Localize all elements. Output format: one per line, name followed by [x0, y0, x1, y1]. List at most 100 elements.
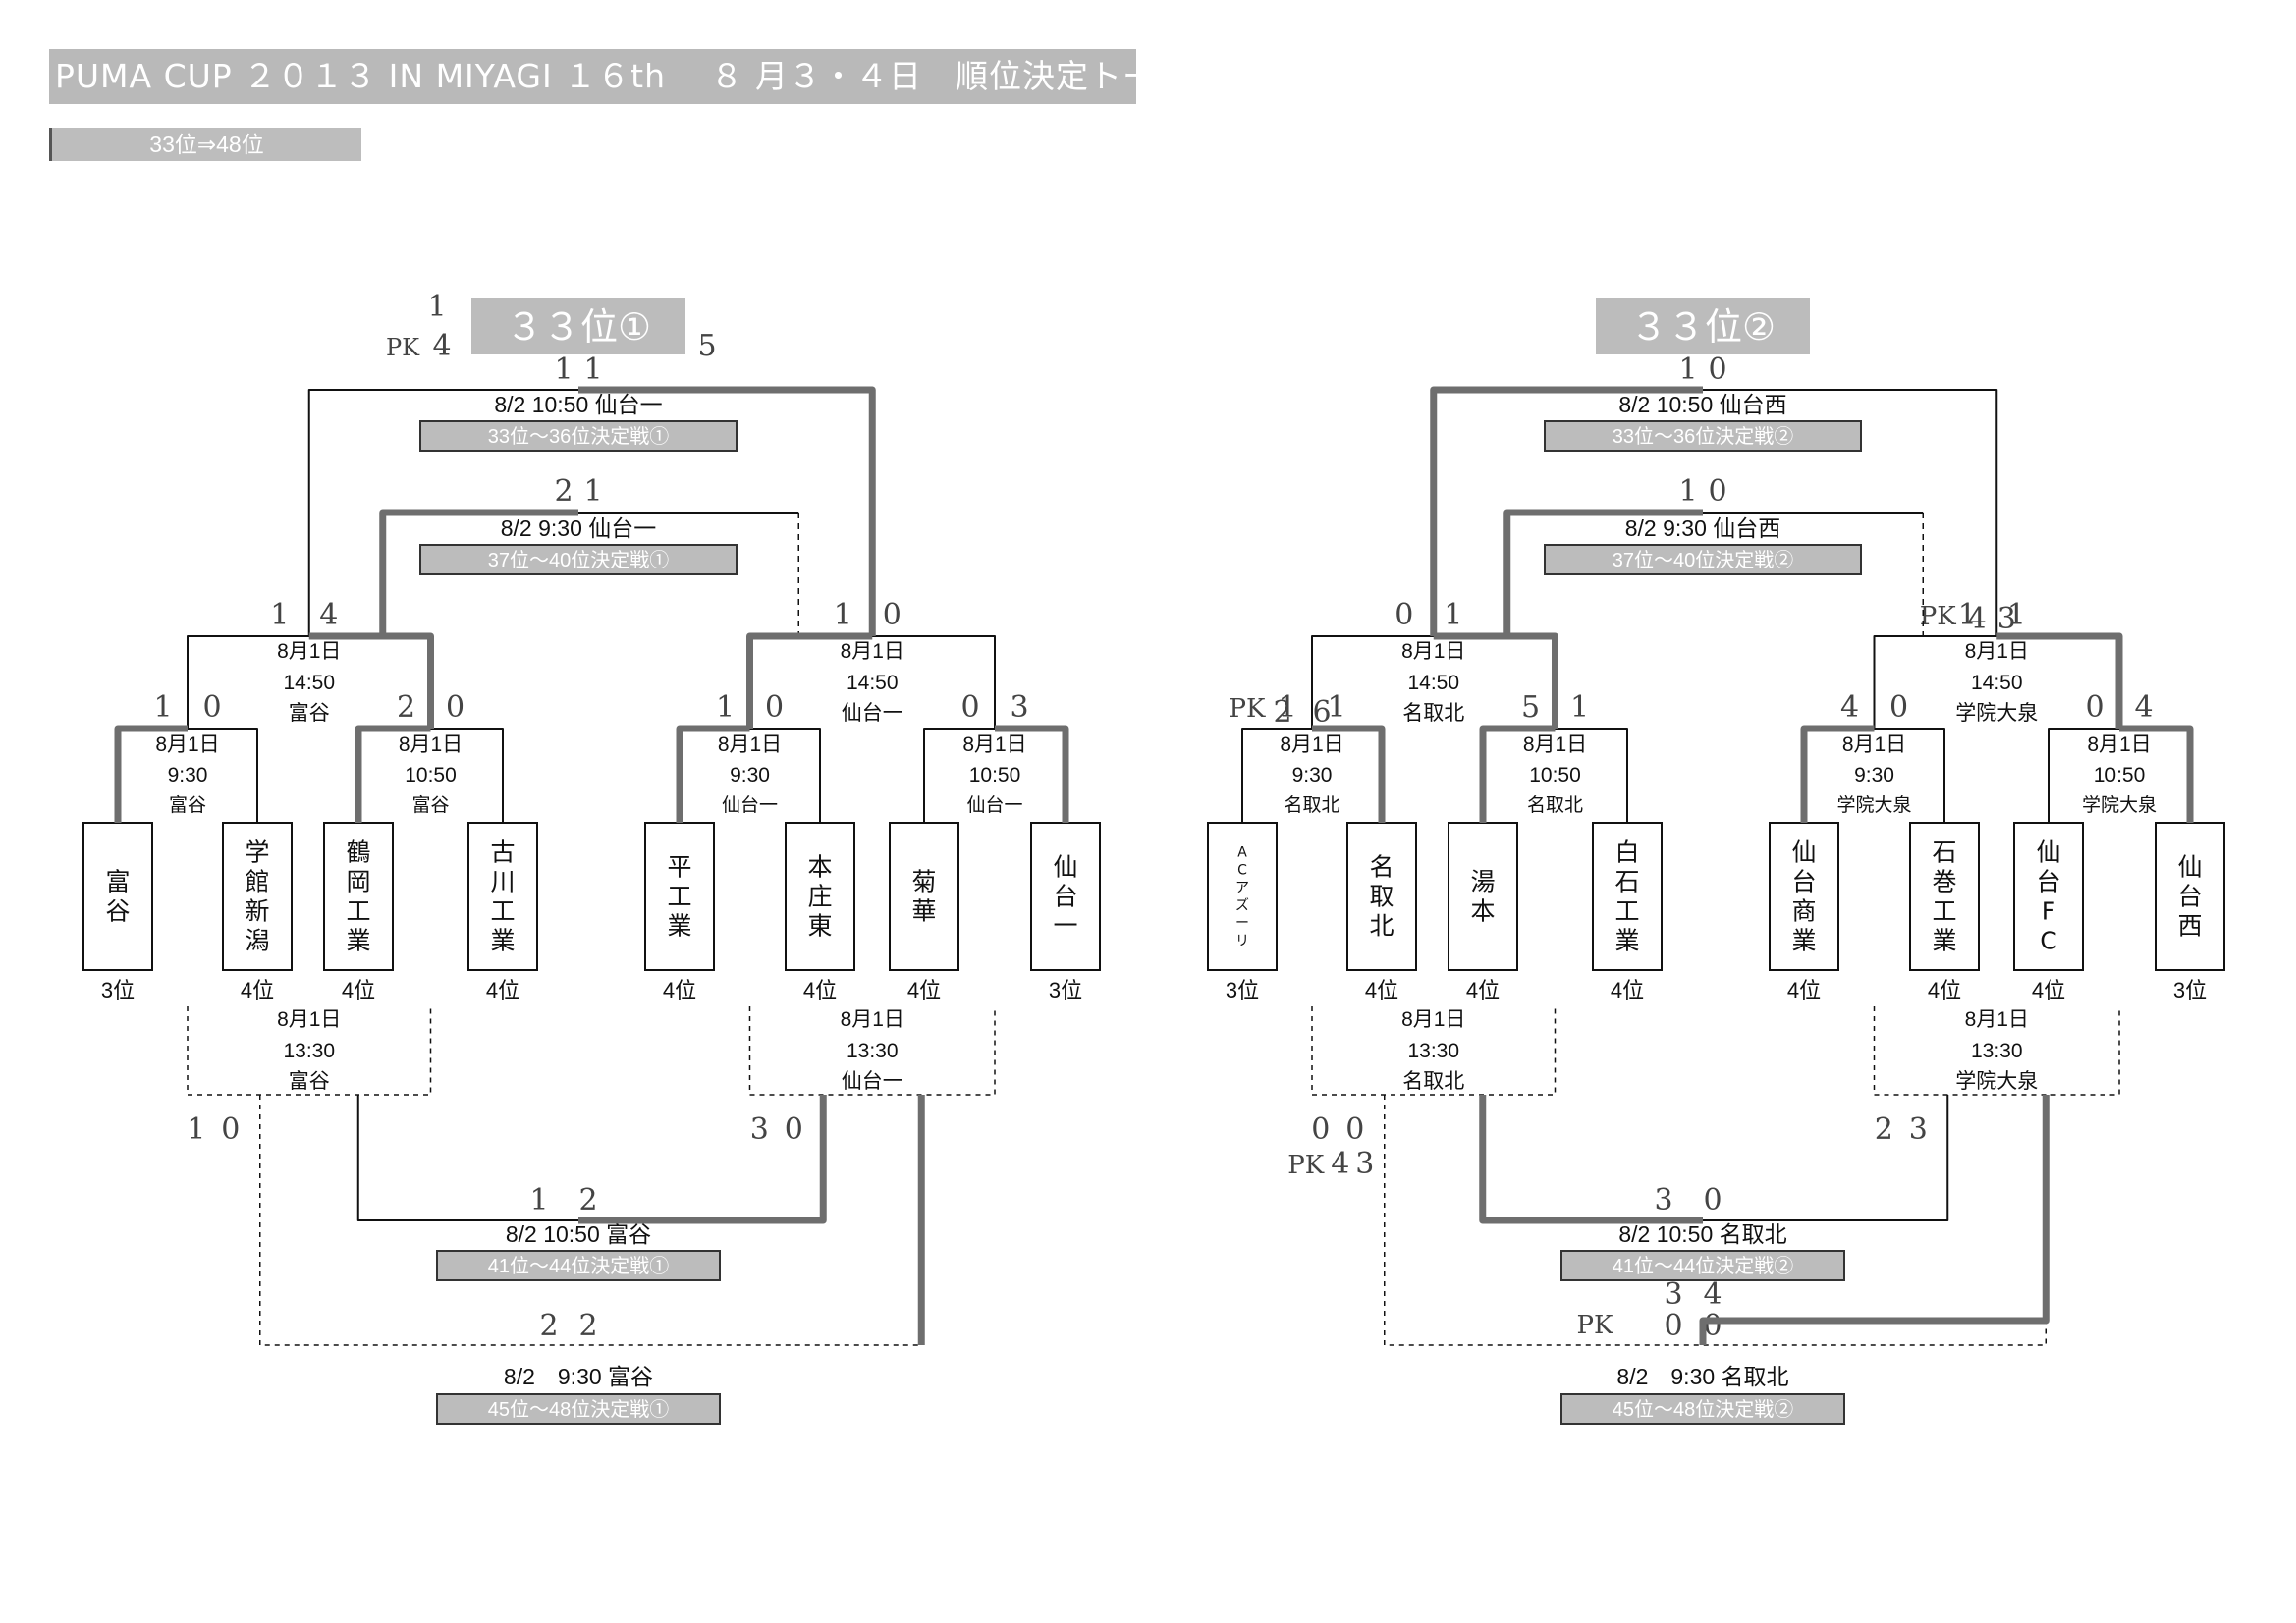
- b2-team-rank-2: 4位: [1365, 978, 1398, 1002]
- b2-win-r1-2: [1479, 725, 1556, 823]
- b1-cfinal-score-left: 1: [529, 1183, 548, 1217]
- b1-r1-time-1: 9:30: [168, 764, 208, 786]
- b2-win-r2-1: [1433, 632, 1558, 729]
- b2-r1-score-left-4: 0: [2085, 690, 2104, 725]
- b1-r1-venue-1: 富谷: [169, 794, 206, 816]
- b1-r1-score-right-3: 0: [765, 690, 784, 725]
- b1-cfinal-match: 8/2 10:50 富谷: [506, 1221, 651, 1247]
- b2-r1-date-2: 8月1日: [1523, 733, 1587, 756]
- b2-last-label-box: [1560, 1393, 1845, 1425]
- b2-semi-score-left: 1: [1678, 474, 1697, 509]
- b2-team-name-8: 仙台西: [2177, 852, 2202, 940]
- b2-r1-pk-right-1: 6: [1312, 695, 1331, 730]
- b2-win-final: [1430, 386, 1703, 636]
- b1-r2-score-right-1: 4: [319, 598, 338, 632]
- b2-consol-date-1: 8月1日: [1401, 1008, 1465, 1031]
- b1-r2-time-1: 14:50: [283, 672, 335, 694]
- b2-team-name-6: 石巻工業: [1932, 838, 1956, 954]
- b1-r1-date-2: 8月1日: [399, 733, 463, 756]
- b2-r2-score-left-2: 1: [1958, 598, 1977, 632]
- b1-win-r1-3: [676, 725, 750, 823]
- b1-r1-score-left-1: 1: [153, 690, 172, 725]
- b2-consol-score-left-1: 0: [1311, 1112, 1330, 1147]
- b2-win-r2-2: [1996, 632, 2123, 729]
- b1-team-rank-7: 4位: [907, 978, 941, 1002]
- b1-final-pk-left: 4: [432, 329, 451, 363]
- b2-team-rank-6: 4位: [1928, 978, 1961, 1002]
- b2-semi-label-box: [1544, 544, 1862, 575]
- b1-r2-date-1: 8月1日: [277, 640, 341, 663]
- b1-win-r2-1: [308, 632, 434, 729]
- b1-team-box-2: [222, 822, 293, 971]
- b1-cfinal-score-right: 2: [578, 1183, 597, 1217]
- b2-win-r1-1: [1312, 725, 1386, 823]
- b1-team-rank-2: 4位: [241, 978, 274, 1002]
- b1-r1-score-right-4: 3: [1010, 690, 1028, 725]
- b1-r2-venue-2: 仙台一: [842, 702, 903, 725]
- b2-r2-pk-right-2: 3: [1997, 602, 2016, 636]
- b1-team-rank-1: 3位: [101, 978, 135, 1002]
- b2-team-rank-4: 4位: [1611, 978, 1644, 1002]
- b2-consol-pk-label-1: PK: [1287, 1151, 1324, 1180]
- b2-consol-line-2: [1873, 1006, 2120, 1096]
- b2-cfinal-match: 8/2 10:50 名取北: [1618, 1221, 1786, 1247]
- b1-consol-line-1: [187, 1006, 432, 1096]
- b1-win-r1-4: [995, 725, 1069, 823]
- b1-consol-time-1: 13:30: [283, 1040, 335, 1062]
- b2-team-name-2: 名取北: [1369, 852, 1394, 940]
- b1-last-score-left: 2: [539, 1309, 558, 1343]
- b2-r1-date-3: 8月1日: [1842, 733, 1906, 756]
- b2-r2-pk-label-2: PK: [1920, 602, 1956, 631]
- b1-last-label: 45位〜48位決定戦①: [488, 1398, 670, 1421]
- b1-win-cfinal: [578, 1095, 827, 1224]
- b1-r1-time-4: 10:50: [969, 764, 1021, 786]
- b1-r2-score-right-2: 0: [883, 598, 902, 632]
- b2-r2-time-1: 14:50: [1407, 672, 1459, 694]
- b2-last-pk-label: PK: [1577, 1311, 1613, 1340]
- b1-final-score-left: 1: [554, 352, 573, 387]
- b2-win-last: [1699, 1095, 2050, 1345]
- b2-team-rank-8: 3位: [2173, 978, 2207, 1002]
- b2-r1-date-1: 8月1日: [1280, 733, 1343, 756]
- b1-consol-venue-1: 富谷: [289, 1070, 330, 1093]
- b1-last-label-box: [436, 1393, 721, 1425]
- b1-r2-score-left-1: 1: [270, 598, 289, 632]
- b1-win-r1-2: [355, 725, 431, 823]
- b2-final-score-left: 1: [1678, 352, 1697, 387]
- b2-r1-score-left-3: 4: [1840, 690, 1859, 725]
- b1-team-box-1: [82, 822, 153, 971]
- b2-win-r1-3: [1800, 725, 1875, 823]
- b2-consol-pk-left-1: 4: [1331, 1147, 1349, 1181]
- b2-r2-time-2: 14:50: [1971, 672, 2023, 694]
- b1-r2-venue-1: 富谷: [289, 702, 330, 725]
- b2-r2-venue-2: 学院大泉: [1955, 702, 2038, 725]
- b1-last-line: [259, 1095, 922, 1346]
- b2-r2-date-2: 8月1日: [1965, 640, 2029, 663]
- b1-semi-label-box: [419, 544, 738, 575]
- b1-r1-date-3: 8月1日: [718, 733, 782, 756]
- b2-r1-venue-2: 名取北: [1527, 794, 1583, 816]
- b2-consol-score-left-2: 2: [1875, 1112, 1893, 1147]
- b2-final-label: 33位〜36位決定戦②: [1613, 425, 1794, 448]
- b1-win-r1-1: [114, 725, 188, 823]
- b1-team-name-6: 本庄東: [807, 852, 832, 940]
- b2-consol-venue-1: 名取北: [1402, 1070, 1464, 1093]
- b2-consol-pk-right-1: 3: [1355, 1147, 1374, 1181]
- b2-last-match: 8/2 9:30 名取北: [1616, 1364, 1788, 1389]
- b1-semi-label: 37位〜40位決定戦①: [488, 549, 670, 571]
- b2-r2-venue-1: 名取北: [1402, 702, 1464, 725]
- b1-r1-venue-4: 仙台一: [966, 794, 1022, 816]
- b1-r2-time-2: 14:50: [847, 672, 899, 694]
- b1-r2-score-left-2: 1: [834, 598, 852, 632]
- b2-cfinal-label: 41位〜44位決定戦②: [1613, 1255, 1794, 1277]
- b2-r1-time-4: 10:50: [2094, 764, 2146, 786]
- b1-consol-score-left-2: 3: [750, 1112, 769, 1147]
- b1-r1-venue-3: 仙台一: [722, 794, 778, 816]
- b2-r2-pk-left-2: 4: [1968, 602, 1987, 636]
- b2-r1-pk-left-1: 2: [1273, 695, 1291, 730]
- b2-last-line: [1384, 1095, 2047, 1346]
- b1-cfinal-label: 41位〜44位決定戦①: [488, 1255, 670, 1277]
- b2-r1-pk-label-1: PK: [1230, 694, 1266, 724]
- b1-bracket-title: ３３位①: [506, 305, 651, 349]
- b1-team-rank-6: 4位: [803, 978, 837, 1002]
